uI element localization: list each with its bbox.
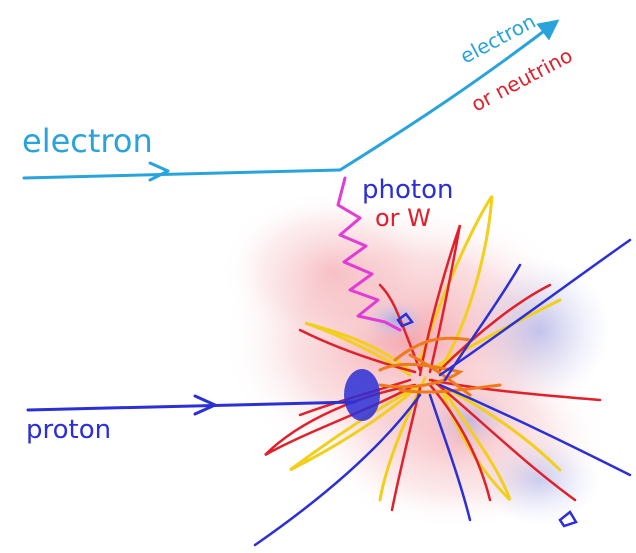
w-boson-label: or W	[375, 204, 431, 232]
incoming-electron-arrowhead	[148, 161, 170, 182]
outgoing-electron-label: electron	[456, 9, 539, 69]
photon-label: photon	[362, 175, 453, 205]
proton-blob	[344, 369, 380, 421]
proton-arrowhead	[193, 394, 217, 416]
jets-orange	[378, 336, 502, 397]
photon-wavy-line	[336, 176, 402, 332]
jets-blue	[253, 238, 632, 547]
proton-line	[26, 400, 357, 412]
outgoing-electron-line	[338, 19, 560, 172]
incoming-electron-label: electron	[22, 122, 153, 160]
proton-label: proton	[26, 415, 111, 445]
incoming-electron-line	[22, 168, 342, 180]
